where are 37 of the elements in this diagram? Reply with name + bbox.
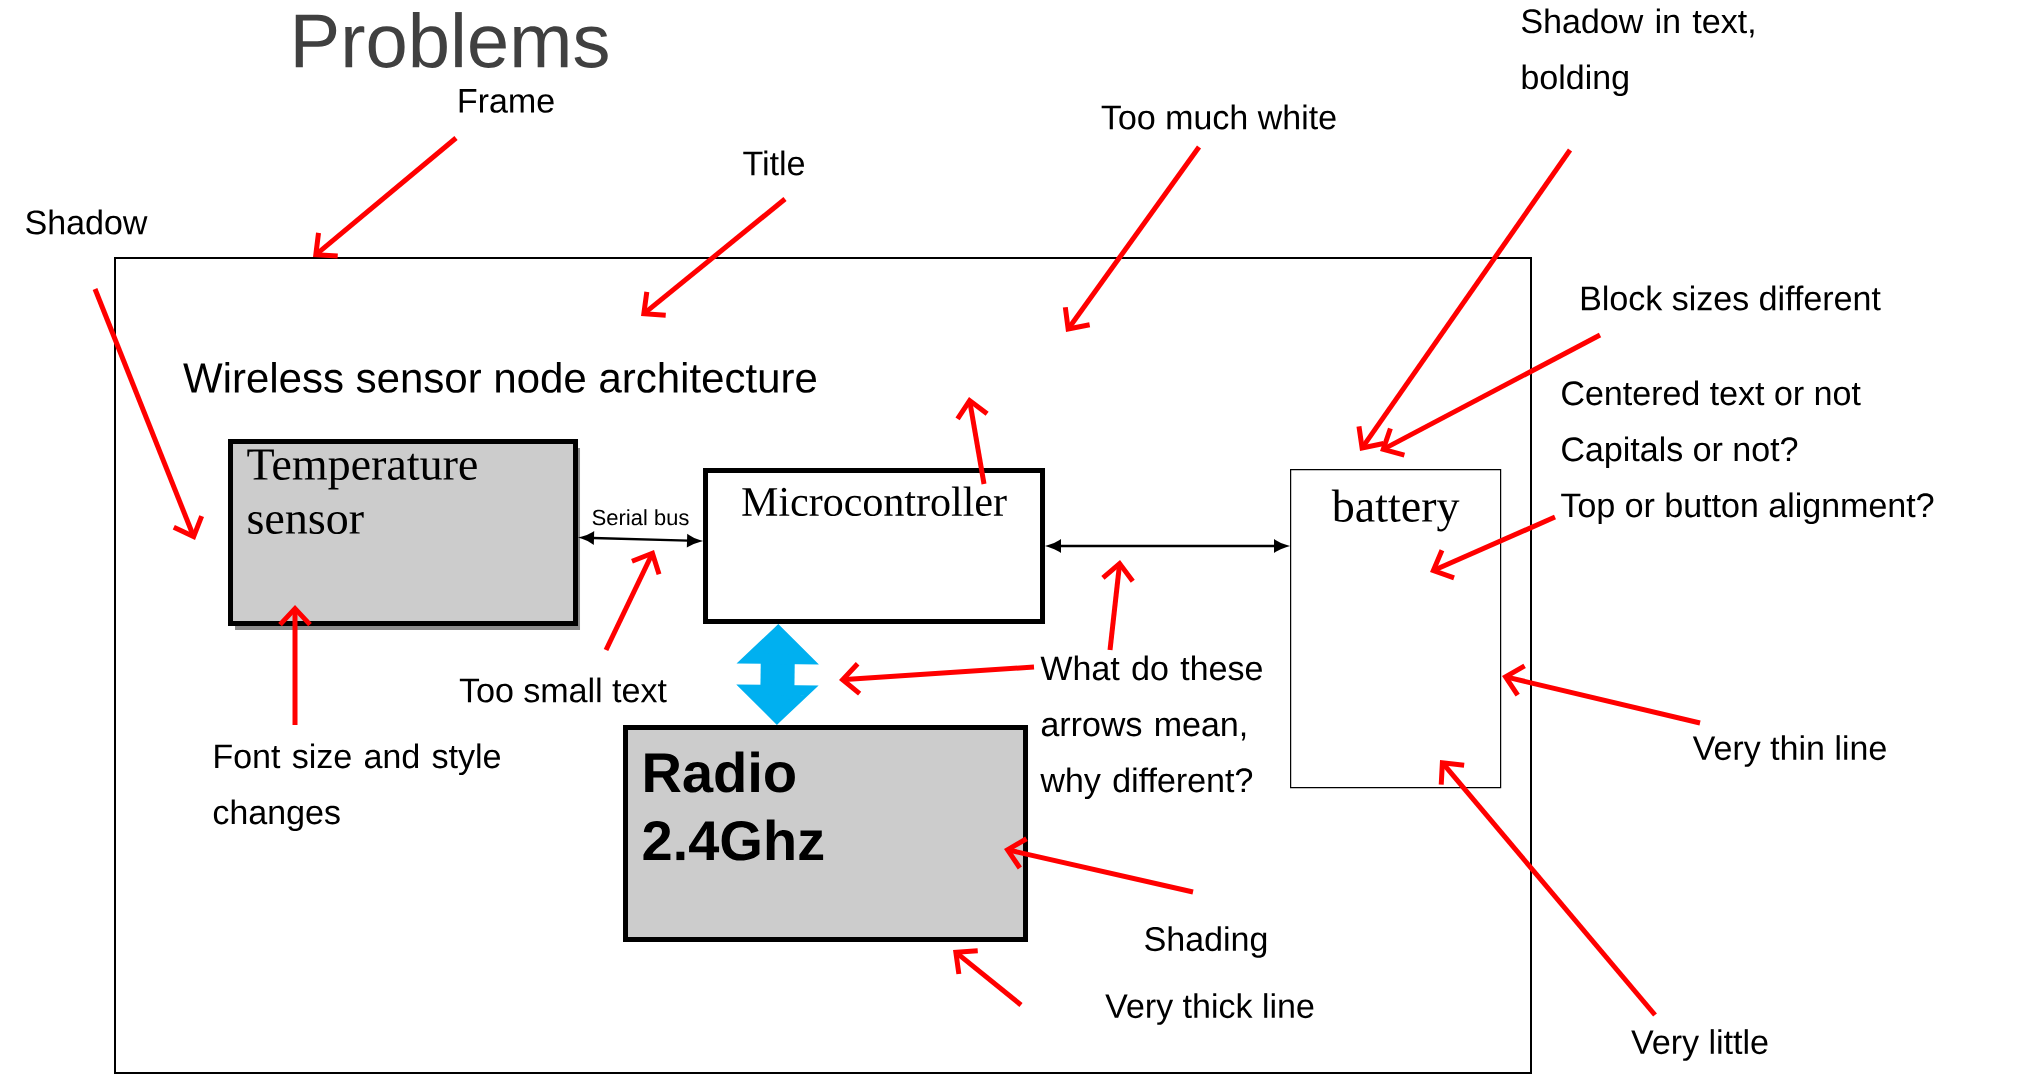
arrow (1048, 540, 1287, 552)
annotation-text: Shadow (26, 209, 148, 235)
annotation-text: What do these arrows mean, why different? (1040, 655, 1262, 800)
leader-line (1438, 760, 1657, 1017)
leader-line (1004, 836, 1194, 895)
block-box: battery (1290, 469, 1502, 789)
annotation-text: Block sizes different (1581, 285, 1881, 311)
leader-line (955, 397, 989, 485)
leader-line (603, 550, 662, 652)
block-box: Radio 2.4Ghz (623, 725, 1028, 942)
annotation-text: Font size and style changes (213, 743, 500, 832)
leader-line (641, 197, 787, 318)
leader-line (313, 136, 458, 259)
annotation-text: Too small text (459, 677, 667, 703)
annotation-text: Title (743, 150, 804, 176)
leader-line (1062, 145, 1202, 332)
block-box: Microcontroller (703, 468, 1045, 624)
leader-line (953, 948, 1023, 1007)
annotation-text: Shading (1145, 926, 1267, 958)
edge-label: Serial bus (589, 507, 692, 528)
leader-line (92, 288, 204, 540)
annotation-text: Too much white (1101, 104, 1336, 130)
leader-line (1101, 560, 1135, 651)
title: Problems (295, 12, 608, 68)
annotation-text: Very little (1631, 1029, 1768, 1061)
leader-line (278, 605, 312, 725)
annotation-text: Centered text or not Capitals or not? Top or button alignment? (1561, 380, 1934, 525)
leader-line (1356, 148, 1573, 451)
block-box: Temperature sensor (228, 439, 580, 630)
leader-line (1380, 332, 1602, 458)
annotation-text: Shadow in text, bolding (1521, 8, 1754, 97)
leader-line (1502, 663, 1701, 726)
annotation-text: Very thick line (1105, 993, 1314, 1025)
leader-line (839, 662, 1035, 696)
annotation-text: Very thin line (1692, 735, 1886, 767)
annotation-text: Frame (459, 89, 554, 113)
leader-line (1430, 514, 1557, 581)
